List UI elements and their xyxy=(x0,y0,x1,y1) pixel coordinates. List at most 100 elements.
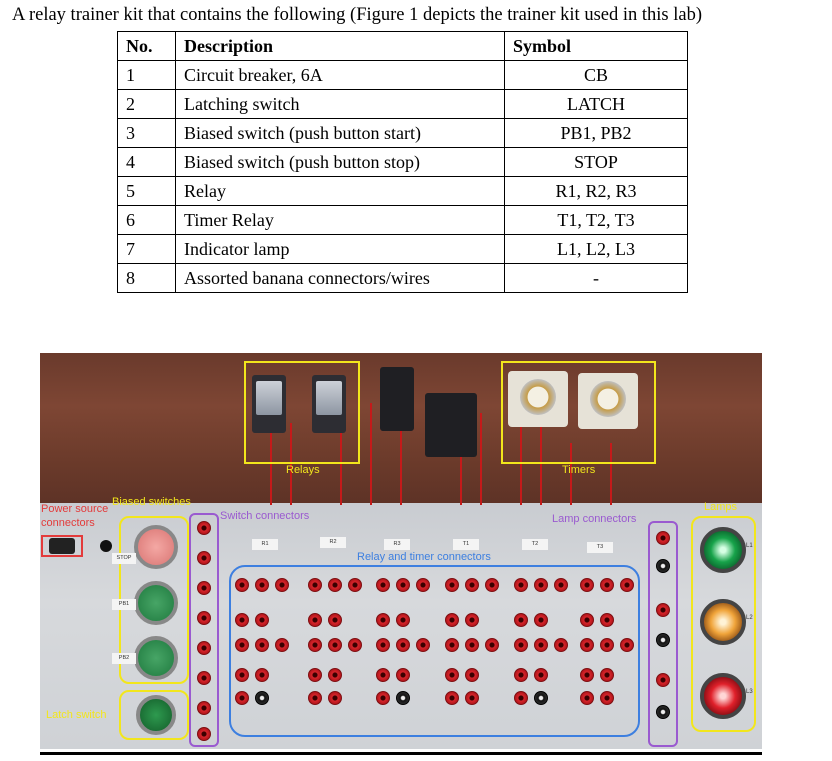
banana-jack xyxy=(580,691,594,705)
banana-jack xyxy=(600,668,614,682)
banana-jack xyxy=(465,578,479,592)
power-source-highlight xyxy=(41,535,83,557)
power-source-connectors-label: connectors xyxy=(41,517,95,529)
lamps-highlight xyxy=(691,516,756,732)
banana-jack xyxy=(554,638,568,652)
banana-jack xyxy=(376,578,390,592)
banana-jack xyxy=(656,603,670,617)
banana-jack xyxy=(328,668,342,682)
table-row: 2 Latching switch LATCH xyxy=(117,89,688,119)
cell-symbol: CB xyxy=(504,60,688,90)
lamp-connectors-label: Lamp connectors xyxy=(552,513,637,525)
banana-jack xyxy=(197,581,211,595)
relay-tag-r3: R3 xyxy=(384,539,410,550)
timer-tag-t2: T2 xyxy=(522,539,548,550)
banana-jack xyxy=(348,578,362,592)
column-header-symbol: Symbol xyxy=(504,31,688,61)
cell-symbol: T1, T2, T3 xyxy=(504,205,688,235)
wire xyxy=(570,443,572,505)
lamp-tag-l1: L1 xyxy=(746,543,753,549)
cell-description: Assorted banana connectors/wires xyxy=(175,263,505,293)
banana-jack xyxy=(235,691,249,705)
table-row: 1 Circuit breaker, 6A CB xyxy=(117,60,688,90)
figure-bottom-rule xyxy=(40,752,762,755)
banana-jack xyxy=(376,691,390,705)
column-header-no: No. xyxy=(117,31,176,61)
banana-jack xyxy=(445,668,459,682)
cell-no: 2 xyxy=(117,89,176,119)
cell-no: 8 xyxy=(117,263,176,293)
banana-jack xyxy=(465,638,479,652)
intro-text: A relay trainer kit that contains the fo… xyxy=(12,5,702,25)
banana-jack xyxy=(534,613,548,627)
latch-button xyxy=(136,695,176,735)
banana-jack xyxy=(534,578,548,592)
stop-tag: STOP xyxy=(112,553,136,564)
switch-connectors-highlight xyxy=(189,513,219,747)
cell-description: Indicator lamp xyxy=(175,234,505,264)
relay-socket xyxy=(380,367,414,431)
banana-jack xyxy=(197,641,211,655)
banana-jack xyxy=(485,638,499,652)
banana-jack xyxy=(396,613,410,627)
banana-jack xyxy=(514,691,528,705)
banana-jack xyxy=(396,638,410,652)
biased-switches-label: Biased switches xyxy=(112,496,191,508)
red-lamp xyxy=(700,673,746,719)
timers-label: Timers xyxy=(562,464,596,476)
banana-jack xyxy=(376,668,390,682)
cell-description: Biased switch (push button start) xyxy=(175,118,505,148)
trainer-kit-photo: Relays Timers Power source connectors Bi… xyxy=(40,353,762,749)
cell-symbol: - xyxy=(504,263,688,293)
cell-description: Relay xyxy=(175,176,505,206)
relay-socket xyxy=(425,393,477,457)
banana-jack xyxy=(465,691,479,705)
table-header-row: No. Description Symbol xyxy=(117,31,688,61)
banana-jack xyxy=(514,613,528,627)
banana-jack xyxy=(235,668,249,682)
lamps-label: Lamps xyxy=(704,501,738,513)
wire xyxy=(400,413,402,505)
banana-jack-black xyxy=(534,691,548,705)
banana-jack xyxy=(445,613,459,627)
banana-jack xyxy=(197,551,211,565)
cell-no: 7 xyxy=(117,234,176,264)
banana-jack xyxy=(235,613,249,627)
wire xyxy=(270,413,272,505)
relay-tag-r1: R1 xyxy=(252,539,278,550)
banana-jack xyxy=(197,701,211,715)
pb1-tag: PB1 xyxy=(112,599,136,610)
banana-jack xyxy=(465,668,479,682)
banana-jack xyxy=(197,727,211,741)
relay-timer-connectors-label: Relay and timer connectors xyxy=(357,551,491,563)
banana-jack xyxy=(600,578,614,592)
banana-jack-black xyxy=(255,691,269,705)
relay-timer-connectors-highlight xyxy=(229,565,640,737)
banana-jack xyxy=(235,638,249,652)
banana-jack xyxy=(600,691,614,705)
timer-tag-t1: T1 xyxy=(453,539,479,550)
table-row: 6 Timer Relay T1, T2, T3 xyxy=(117,205,688,235)
banana-jack xyxy=(580,668,594,682)
column-header-description: Description xyxy=(175,31,505,61)
banana-jack xyxy=(376,613,390,627)
banana-jack xyxy=(308,613,322,627)
banana-jack xyxy=(255,613,269,627)
banana-jack xyxy=(514,668,528,682)
banana-jack xyxy=(255,668,269,682)
banana-jack xyxy=(348,638,362,652)
cell-description: Timer Relay xyxy=(175,205,505,235)
green-lamp xyxy=(700,527,746,573)
switch-connectors-label: Switch connectors xyxy=(220,510,310,522)
cell-symbol: LATCH xyxy=(504,89,688,119)
banana-jack xyxy=(308,578,322,592)
banana-jack xyxy=(308,668,322,682)
timer-tag-t3: T3 xyxy=(587,542,613,553)
banana-jack xyxy=(416,638,430,652)
banana-jack xyxy=(275,578,289,592)
relay-module xyxy=(312,375,346,433)
banana-jack xyxy=(197,521,211,535)
cell-description: Biased switch (push button stop) xyxy=(175,147,505,177)
banana-jack xyxy=(416,578,430,592)
banana-jack xyxy=(328,691,342,705)
